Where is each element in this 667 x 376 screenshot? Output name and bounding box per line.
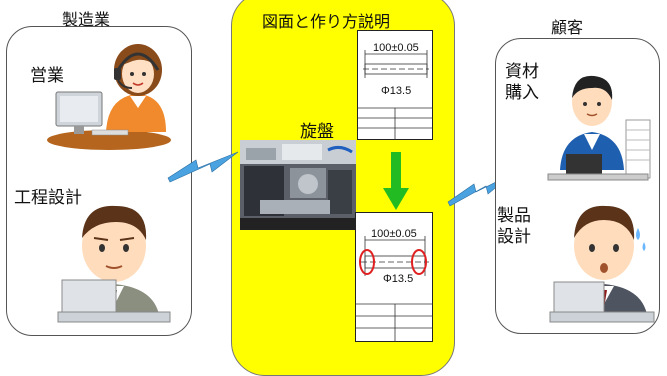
drawing-bottom-diameter: Φ13.5 [383, 273, 414, 285]
drawing-bottom-length: 100±0.05 [371, 228, 417, 240]
drawing-top-length: 100±0.05 [373, 42, 419, 54]
drawing-bottom [355, 212, 433, 342]
procurement-label: 資材 購入 [505, 62, 539, 104]
drawing-bottom-lines [355, 236, 433, 342]
center-title: 図面と作り方説明 [262, 12, 391, 31]
manufacturer-title: 製造業 [62, 10, 111, 29]
sales-label: 営業 [30, 66, 64, 86]
process-designer-illustration [57, 205, 171, 323]
process-design-label: 工程設計 [14, 188, 82, 208]
drawing-top-diameter: Φ13.5 [381, 85, 412, 97]
link-bolt-left [167, 151, 239, 183]
down-arrow [383, 152, 409, 210]
lathe-label: 旋盤 [300, 122, 334, 142]
highlight-left-circle [359, 249, 375, 275]
procurement-person-illustration [547, 75, 651, 181]
sales-person-illustration [47, 44, 171, 150]
customer-title: 顧客 [551, 18, 584, 37]
highlight-right-circle [411, 249, 427, 275]
product-design-label: 製品 設計 [497, 206, 531, 248]
product-designer-illustration [549, 205, 655, 323]
lathe-machine-photo [240, 140, 356, 230]
drawing-top-lines [357, 50, 433, 140]
